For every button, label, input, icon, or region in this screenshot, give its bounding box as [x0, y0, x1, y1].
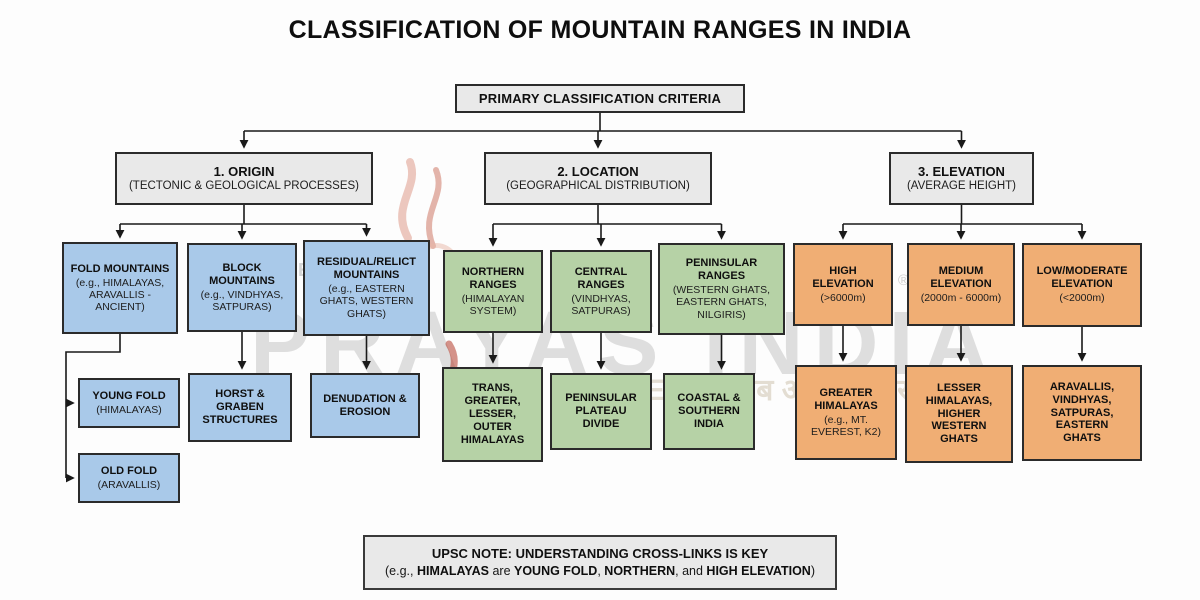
node-subtitle: (HIMALAYAS): [96, 403, 162, 416]
node-subtitle: (VINDHYAS, SATPURAS): [571, 292, 631, 317]
node-subtitle: (2000m - 6000m): [920, 291, 1002, 304]
node-lesser-himalayas: LESSER HIMALAYAS, HIGHER WESTERN GHATS: [905, 365, 1013, 463]
node-title: PENINSULAR RANGES: [685, 257, 758, 283]
node-fold-mountains: FOLD MOUNTAINS (e.g., HIMALAYAS, ARAVALL…: [62, 242, 178, 334]
node-title: 1. ORIGIN: [213, 163, 275, 179]
node-denudation-erosion: DENUDATION & EROSION: [310, 373, 420, 438]
node-subtitle: (TECTONIC & GEOLOGICAL PROCESSES): [128, 180, 360, 192]
node-title: DENUDATION & EROSION: [323, 392, 407, 418]
node-block-mountains: BLOCK MOUNTAINS (e.g., VINDHYAS, SATPURA…: [187, 243, 297, 332]
node-title: COASTAL & SOUTHERN INDIA: [677, 392, 741, 430]
upsc-note-line2: (e.g., HIMALAYAS are YOUNG FOLD, NORTHER…: [385, 563, 815, 578]
node-subtitle: (GEOGRAPHICAL DISTRIBUTION): [506, 180, 690, 192]
node-subtitle: (<2000m): [1059, 292, 1105, 305]
node-greater-himalayas: GREATER HIMALAYAS (e.g., MT. EVEREST, K2…: [795, 365, 897, 460]
node-subtitle: (e.g., HIMALAYAS, ARAVALLIS - ANCIENT): [75, 276, 165, 314]
node-residual-mountains: RESIDUAL/RELICT MOUNTAINS (e.g., EASTERN…: [303, 240, 430, 336]
node-title: MEDIUM ELEVATION: [930, 264, 992, 290]
node-coastal-southern-india: COASTAL & SOUTHERN INDIA: [663, 373, 755, 450]
node-title: BLOCK MOUNTAINS: [209, 261, 275, 287]
node-subtitle: (e.g., EASTERN GHATS, WESTERN GHATS): [319, 283, 414, 320]
node-horst-graben: HORST & GRABEN STRUCTURES: [188, 373, 292, 442]
node-title: PENINSULAR PLATEAU DIVIDE: [565, 392, 637, 430]
node-northern-ranges: NORTHERN RANGES (HIMALAYAN SYSTEM): [443, 250, 543, 333]
node-title: OLD FOLD: [100, 464, 158, 477]
node-title: LOW/MODERATE ELEVATION: [1036, 265, 1128, 291]
node-central-ranges: CENTRAL RANGES (VINDHYAS, SATPURAS): [550, 250, 652, 333]
node-title: HIGH ELEVATION: [812, 264, 874, 290]
node-title: NORTHERN RANGES: [461, 265, 525, 291]
node-young-fold: YOUNG FOLD (HIMALAYAS): [78, 378, 180, 428]
upsc-note-line1: UPSC NOTE: UNDERSTANDING CROSS-LINKS IS …: [431, 546, 769, 562]
page-title: CLASSIFICATION OF MOUNTAIN RANGES IN IND…: [288, 16, 912, 44]
node-title: TRANS, GREATER, LESSER, OUTER HIMALAYAS: [460, 382, 525, 446]
node-title: LESSER HIMALAYAS, HIGHER WESTERN GHATS: [925, 381, 993, 446]
node-origin: 1. ORIGIN (TECTONIC & GEOLOGICAL PROCESS…: [115, 152, 373, 205]
upsc-note: UPSC NOTE: UNDERSTANDING CROSS-LINKS IS …: [363, 535, 837, 590]
node-subtitle: (e.g., VINDHYAS, SATPURAS): [200, 288, 284, 313]
node-high-elevation: HIGH ELEVATION (>6000m): [793, 243, 893, 326]
node-title: 3. ELEVATION: [918, 163, 1005, 179]
node-title: GREATER HIMALAYAS: [814, 386, 878, 412]
node-title: CENTRAL RANGES: [574, 265, 628, 291]
node-title: 2. LOCATION: [557, 163, 639, 179]
node-trans-himalayas: TRANS, GREATER, LESSER, OUTER HIMALAYAS: [442, 367, 543, 462]
node-subtitle: (e.g., MT. EVEREST, K2): [810, 413, 882, 438]
node-title: PRIMARY CLASSIFICATION CRITERIA: [478, 90, 722, 106]
node-subtitle: (ARAVALLIS): [97, 478, 161, 491]
node-peninsular-plateau-divide: PENINSULAR PLATEAU DIVIDE: [550, 373, 652, 450]
node-aravallis-group: ARAVALLIS, VINDHYAS, SATPURAS, EASTERN G…: [1022, 365, 1142, 461]
node-subtitle: (WESTERN GHATS, EASTERN GHATS, NILGIRIS): [672, 284, 771, 321]
node-old-fold: OLD FOLD (ARAVALLIS): [78, 453, 180, 503]
node-title: HORST & GRABEN STRUCTURES: [202, 388, 278, 426]
node-title: RESIDUAL/RELICT MOUNTAINS: [317, 256, 416, 282]
node-medium-elevation: MEDIUM ELEVATION (2000m - 6000m): [907, 243, 1015, 326]
node-location: 2. LOCATION (GEOGRAPHICAL DISTRIBUTION): [484, 152, 712, 205]
node-subtitle: (HIMALAYAN SYSTEM): [461, 292, 525, 317]
node-title: ARAVALLIS, VINDHYAS, SATPURAS, EASTERN G…: [1049, 380, 1115, 445]
node-subtitle: (>6000m): [820, 291, 866, 304]
node-title: YOUNG FOLD: [92, 389, 166, 402]
node-low-elevation: LOW/MODERATE ELEVATION (<2000m): [1022, 243, 1142, 327]
node-subtitle: (AVERAGE HEIGHT): [906, 180, 1017, 192]
node-primary-criteria: PRIMARY CLASSIFICATION CRITERIA: [455, 84, 745, 113]
node-peninsular-ranges: PENINSULAR RANGES (WESTERN GHATS, EASTER…: [658, 243, 785, 335]
node-elevation: 3. ELEVATION (AVERAGE HEIGHT): [889, 152, 1034, 205]
node-title: FOLD MOUNTAINS: [70, 262, 170, 275]
